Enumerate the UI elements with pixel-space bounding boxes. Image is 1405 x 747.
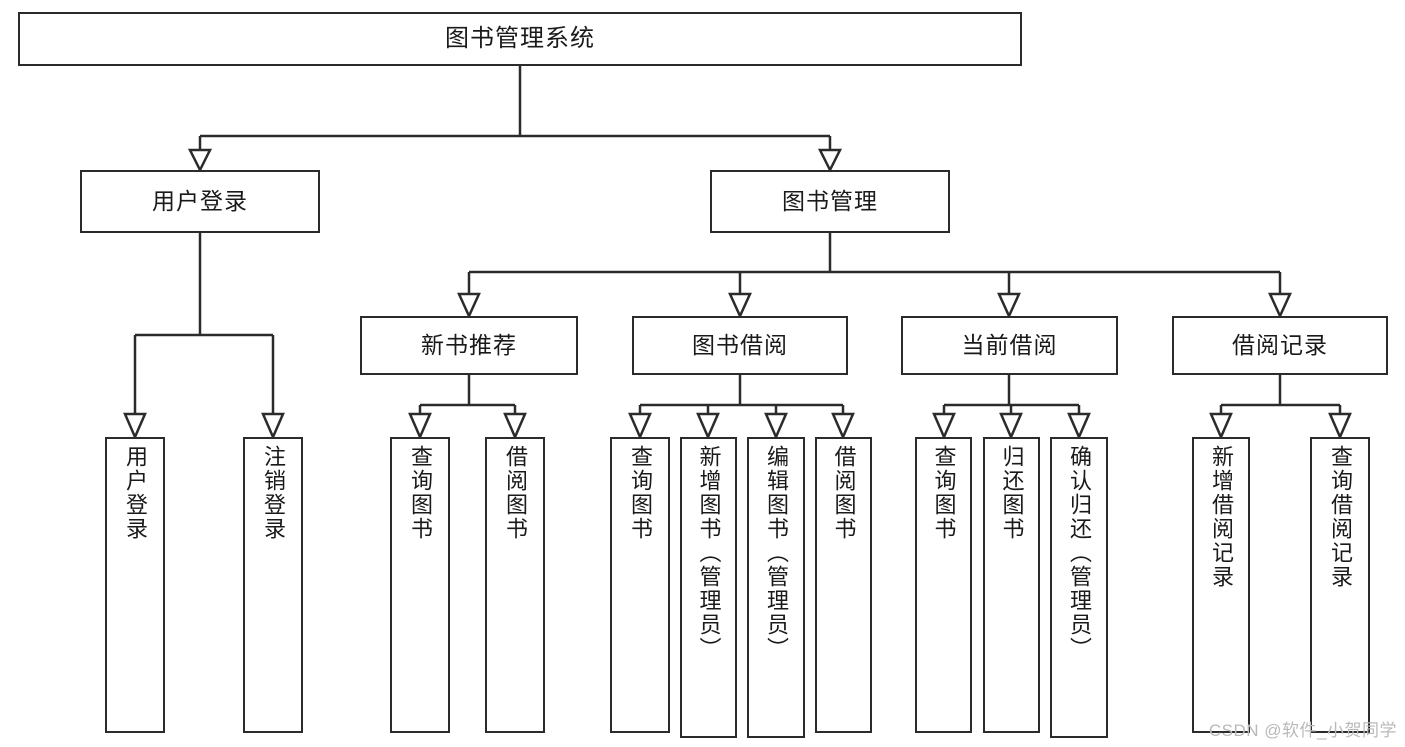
leaf-add-book-admin-label: 新增图书（管理员） [696,445,722,661]
leaf-query-book-current-label: 查询图书 [931,445,957,541]
node-current-borrow[interactable]: 当前借阅 [901,316,1118,375]
leaf-query-book-recommend-label: 查询图书 [407,445,433,541]
leaf-borrow-book[interactable]: 借阅图书 [815,437,872,733]
node-book-borrow-label: 图书借阅 [692,331,788,358]
arrowhead-leaf-10 [999,412,1023,441]
leaf-query-book-borrow[interactable]: 查询图书 [610,437,670,733]
node-book-borrow[interactable]: 图书借阅 [632,316,848,375]
node-book-management[interactable]: 图书管理 [710,170,950,233]
arrowhead-leaf-6 [696,412,720,441]
leaf-borrow-book-label: 借阅图书 [831,445,857,541]
leaf-add-book-admin[interactable]: 新增图书（管理员） [680,437,737,738]
leaf-borrow-book-recommend-label: 借阅图书 [502,445,528,541]
arrowhead-book-mgmt [817,148,843,173]
node-root[interactable]: 图书管理系统 [18,12,1022,66]
arrowhead-user-login [187,148,213,173]
leaf-edit-book-admin[interactable]: 编辑图书（管理员） [747,437,805,738]
leaf-logout[interactable]: 注销登录 [243,437,303,733]
arrowhead-level3-2 [728,292,752,320]
arrowhead-level3-3 [997,292,1021,320]
arrowhead-leaf-4 [503,412,527,441]
arrowhead-leaf-5 [628,412,652,441]
arrowhead-level3-4 [1268,292,1292,320]
leaf-confirm-return-admin-label: 确认归还（管理员） [1066,445,1092,661]
arrowhead-leaf-8 [831,412,855,441]
arrowhead-leaf-13 [1328,412,1352,441]
leaf-return-book[interactable]: 归还图书 [983,437,1040,733]
arrowhead-leaf-11 [1067,412,1091,441]
node-user-login[interactable]: 用户登录 [80,170,320,233]
arrowhead-leaf-12 [1209,412,1233,441]
leaf-borrow-book-recommend[interactable]: 借阅图书 [485,437,545,733]
leaf-logout-label: 注销登录 [260,445,286,541]
arrowhead-leaf-1 [123,412,147,441]
arrowhead-leaf-9 [932,412,956,441]
arrowhead-leaf-7 [764,412,788,441]
leaf-return-book-label: 归还图书 [999,445,1025,541]
arrowhead-leaf-2 [261,412,285,441]
leaf-query-borrow-record-label: 查询借阅记录 [1327,445,1353,589]
leaf-edit-book-admin-label: 编辑图书（管理员） [763,445,789,661]
node-user-login-label: 用户登录 [152,187,248,214]
leaf-query-book-borrow-label: 查询图书 [627,445,653,541]
leaf-confirm-return-admin[interactable]: 确认归还（管理员） [1050,437,1108,738]
node-new-book-recommend[interactable]: 新书推荐 [360,316,578,375]
leaf-user-login[interactable]: 用户登录 [105,437,165,733]
leaf-query-book-recommend[interactable]: 查询图书 [390,437,450,733]
leaf-add-borrow-record-label: 新增借阅记录 [1208,445,1234,589]
node-book-management-label: 图书管理 [782,187,878,214]
leaf-query-book-current[interactable]: 查询图书 [915,437,972,733]
node-new-book-recommend-label: 新书推荐 [421,331,517,358]
watermark: CSDN @软件_小贺同学 [1208,721,1397,740]
leaf-user-login-label: 用户登录 [122,445,148,541]
arrowhead-leaf-3 [408,412,432,441]
node-borrow-record-label: 借阅记录 [1232,331,1328,358]
node-root-label: 图书管理系统 [445,24,595,52]
node-current-borrow-label: 当前借阅 [961,331,1058,358]
leaf-query-borrow-record[interactable]: 查询借阅记录 [1310,437,1370,733]
leaf-add-borrow-record[interactable]: 新增借阅记录 [1192,437,1250,733]
node-borrow-record[interactable]: 借阅记录 [1172,316,1388,375]
arrowhead-level3-1 [457,292,481,320]
